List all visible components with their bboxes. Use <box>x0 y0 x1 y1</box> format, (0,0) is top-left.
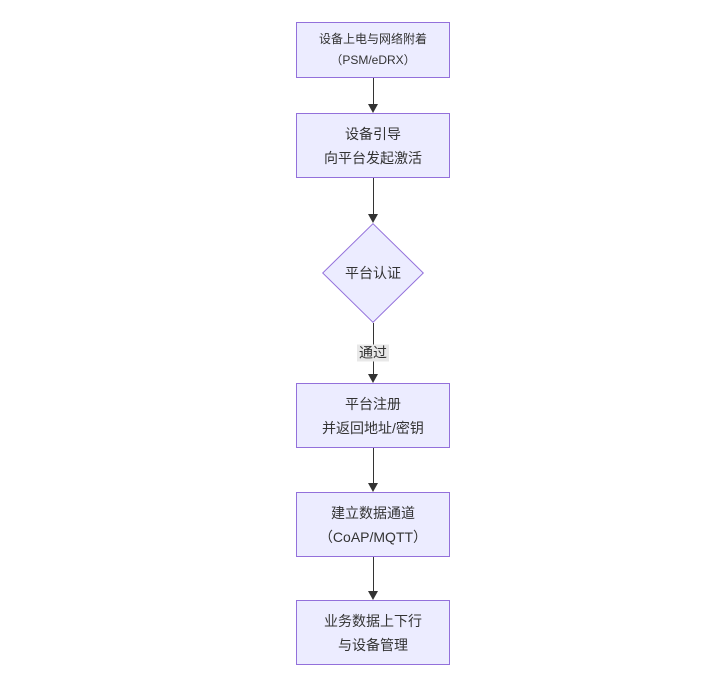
arrow-line <box>372 448 374 484</box>
node-label-line: 设备引导 <box>345 125 401 142</box>
node-label-line: 向平台发起激活 <box>324 149 422 166</box>
flow-edge <box>368 78 378 113</box>
flow-edge <box>368 448 378 492</box>
flow-edge <box>368 178 378 223</box>
flow-node-data-channel: 建立数据通道 （CoAP/MQTT） <box>296 492 450 557</box>
arrowhead-icon <box>368 483 378 492</box>
arrowhead-icon <box>368 591 378 600</box>
flowchart: 设备上电与网络附着 （PSM/eDRX） 设备引导 向平台发起激活 平台认证 通… <box>296 22 450 665</box>
node-label-line: （CoAP/MQTT） <box>318 528 428 545</box>
arrow-line <box>372 178 374 215</box>
node-label-line: 设备上电与网络附着 <box>318 32 427 46</box>
node-label-line: 业务数据上下行 <box>324 612 422 629</box>
node-label-line: 与设备管理 <box>338 636 408 653</box>
arrow-line <box>372 557 374 592</box>
arrowhead-icon <box>368 104 378 113</box>
flow-node-power-attach: 设备上电与网络附着 （PSM/eDRX） <box>296 22 450 78</box>
node-label-line: 建立数据通道 <box>331 504 415 521</box>
flow-node-bootstrap: 设备引导 向平台发起激活 <box>296 113 450 178</box>
node-label-line: 平台认证 <box>345 265 401 281</box>
diamond-shape-icon <box>322 223 424 323</box>
node-label-line: （PSM/eDRX） <box>330 53 416 67</box>
arrow-line <box>372 78 374 105</box>
arrowhead-icon <box>368 214 378 223</box>
edge-label-pass: 通过 <box>357 344 389 362</box>
node-label-line: 平台注册 <box>345 395 401 412</box>
decision-platform-auth: 平台认证 <box>322 223 424 323</box>
flow-edge: 通过 <box>357 323 389 383</box>
flow-edge <box>368 557 378 600</box>
flow-node-register: 平台注册 并返回地址/密钥 <box>296 383 450 448</box>
flow-node-business-data: 业务数据上下行 与设备管理 <box>296 600 450 665</box>
arrowhead-icon <box>368 374 378 383</box>
node-label-line: 并返回地址/密钥 <box>322 419 424 436</box>
